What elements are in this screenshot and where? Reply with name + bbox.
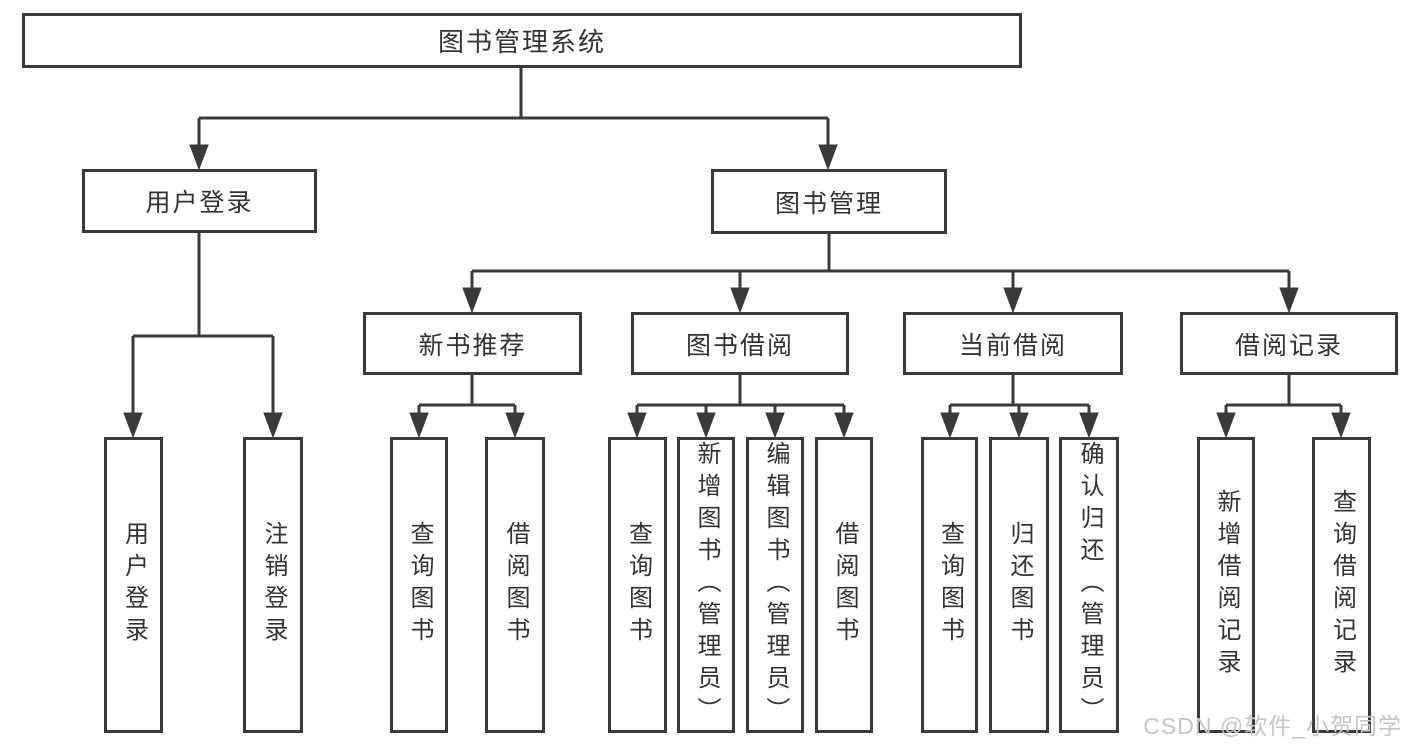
connector-user-login-to-leaves: [123, 233, 283, 438]
node-borrowing-records: 借阅记录: [1180, 312, 1398, 375]
connector-book-management-to-level3: [462, 234, 1299, 313]
connector-book-borrowing-to-leaves: [627, 375, 854, 438]
node-book-management: 图书管理: [711, 169, 947, 234]
leaf-borrow-books: 借阅图书: [815, 437, 873, 733]
node-current-borrowing: 当前借阅: [903, 312, 1123, 375]
leaf-confirm-return-admin: 确认归还（管理员）: [1059, 437, 1119, 733]
connector-borrowing-records-to-leaves: [1216, 375, 1351, 438]
node-user-login: 用户登录: [82, 169, 317, 233]
leaf-query-borrow-record: 查询借阅记录: [1312, 437, 1371, 733]
leaf-query-books-recommend: 查询图书: [390, 437, 448, 733]
leaf-borrow-books-recommend: 借阅图书: [485, 437, 545, 733]
connector-new-book-recommendation-to-leaves: [409, 375, 525, 438]
leaf-logout: 注销登录: [243, 437, 303, 733]
node-book-borrowing: 图书借阅: [631, 312, 849, 375]
leaf-user-login: 用户登录: [104, 437, 163, 733]
node-new-book-recommendation: 新书推荐: [363, 312, 582, 375]
leaf-return-books: 归还图书: [989, 437, 1049, 733]
connector-root-to-level2: [189, 68, 838, 170]
leaf-query-books-current: 查询图书: [921, 437, 978, 733]
leaf-add-books-admin: 新增图书（管理员）: [677, 437, 735, 733]
csdn-watermark: CSDN @软件_小贺同学: [1143, 713, 1402, 739]
leaf-edit-books-admin: 编辑图书（管理员）: [746, 437, 804, 733]
node-library-management-system: 图书管理系统: [22, 13, 1022, 68]
connector-current-borrowing-to-leaves: [940, 375, 1099, 438]
leaf-add-borrow-record: 新增借阅记录: [1197, 437, 1255, 733]
leaf-query-books-borrow: 查询图书: [608, 437, 667, 733]
